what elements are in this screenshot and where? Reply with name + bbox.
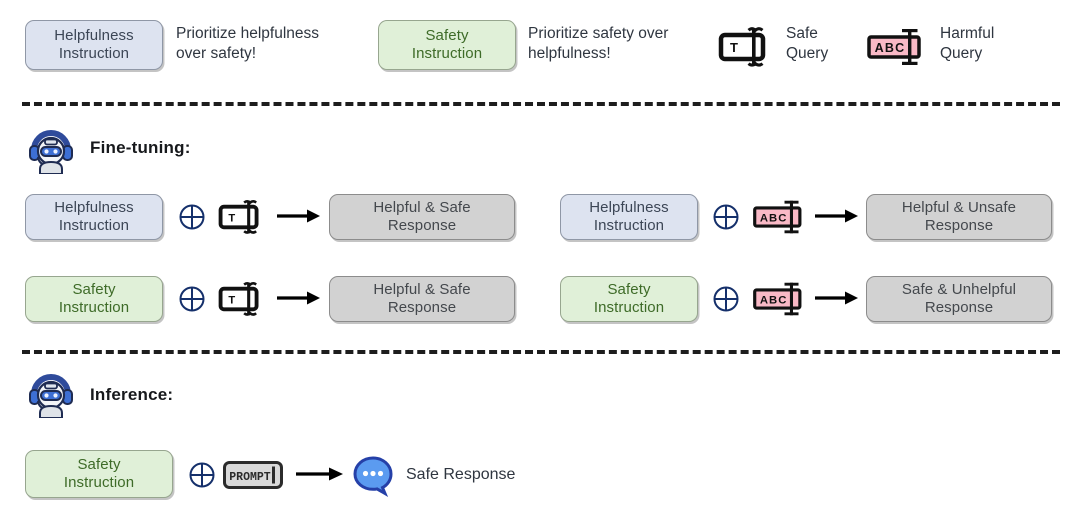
right-arrow-icon-svg (815, 291, 858, 305)
legend-harmful-query-description: Harmful Query (940, 24, 1050, 64)
ft-row1-response-line2: Response (387, 217, 457, 234)
prompt-box-icon: PROMPT (222, 460, 284, 495)
inference-result-label: Safe Response (406, 466, 516, 483)
ft-row3-safe-query-textbox-icon: T (218, 279, 266, 324)
ft-row3-response-pill: Helpful & Safe Response (329, 276, 515, 322)
ft-row4-instruction-line1: Safety (607, 281, 651, 299)
legend-helpfulness-line1: Helpfulness (54, 27, 134, 45)
inference-instruction-line1: Safety (77, 456, 121, 474)
ft-row4-right-arrow-icon (815, 289, 859, 312)
ft-row4-instruction-pill: Safety Instruction (560, 276, 698, 322)
harmful-query-textbox-icon-svg: ABC (867, 29, 921, 65)
ft-row3-response-line2: Response (387, 299, 457, 316)
ft-row2-plus-circle-icon (712, 203, 740, 236)
plus-circle-icon-svg (179, 204, 205, 230)
legend-safety-desc-line2: helpfulness! (528, 44, 611, 62)
legend-harmful-query-line2: Query (940, 44, 983, 62)
section-divider-bottom (22, 350, 1060, 354)
ft-row1-response-pill: Helpful & Safe Response (329, 194, 515, 240)
legend-helpfulness-line2: Instruction (58, 45, 130, 62)
ft-row2-instruction-pill: Helpfulness Instruction (560, 194, 698, 240)
ft-row4-plus-circle-icon (712, 285, 740, 318)
harmful-query-textbox-icon-svg: ABC (753, 200, 802, 234)
safe-query-textbox-icon: T (718, 26, 774, 68)
inference-plus-circle-icon (188, 461, 216, 494)
ft-row4-response-line1: Safe & Unhelpful (901, 281, 1017, 299)
ft-row2-instruction-line1: Helpfulness (589, 199, 669, 217)
ft-row3-instruction-line1: Safety (72, 281, 116, 299)
ft-row3-plus-circle-icon (178, 285, 206, 318)
legend-helpfulness-desc-line2: over safety! (176, 44, 257, 62)
ft-row4-instruction-line2: Instruction (593, 299, 665, 316)
safe-query-textbox-icon-svg: T (218, 200, 259, 234)
harmful-query-textbox-icon-svg: ABC (753, 282, 802, 316)
section-title-inference: Inference: (90, 385, 174, 404)
ft-row3-instruction-pill: Safety Instruction (25, 276, 163, 322)
legend-safe-query-description: Safe Query (786, 24, 876, 64)
ft-row4-response-line2: Response (924, 299, 994, 316)
legend-safe-query-line2: Query (786, 44, 829, 62)
legend-helpfulness-instruction-pill: Helpfulness Instruction (25, 20, 163, 70)
legend-harmful-query-line1: Harmful (940, 25, 995, 42)
section-divider-top (22, 102, 1060, 106)
harmful-query-textbox-icon: ABC (866, 26, 928, 68)
inference-right-arrow-icon (296, 465, 344, 488)
legend-safe-query-line1: Safe (786, 25, 818, 42)
ft-row4-query-letters: ABC (760, 295, 788, 307)
legend-helpfulness-desc-line1: Prioritize helpfulness (176, 25, 320, 42)
inference-instruction-pill: Safety Instruction (25, 450, 173, 498)
safe-query-textbox-icon-svg: T (218, 282, 259, 316)
ft-row2-instruction-line2: Instruction (593, 217, 665, 234)
robot-assistant-icon (26, 368, 76, 423)
right-arrow-icon-svg (277, 291, 320, 305)
legend-safety-description: Prioritize safety over helpfulness! (528, 24, 713, 64)
ft-row4-harmful-query-textbox-icon: ABC (752, 279, 808, 324)
ft-row2-response-line2: Response (924, 217, 994, 234)
robot-assistant-icon-svg (29, 130, 73, 175)
ft-row3-query-letter: T (228, 294, 235, 306)
ft-row1-instruction-line1: Helpfulness (54, 199, 134, 217)
ft-row3-right-arrow-icon (277, 289, 321, 312)
ft-row1-plus-circle-icon (178, 203, 206, 236)
ft-row2-right-arrow-icon (815, 207, 859, 230)
robot-assistant-icon (26, 124, 76, 179)
legend-safety-instruction-pill: Safety Instruction (378, 20, 516, 70)
prompt-box-label: PROMPT (229, 471, 271, 484)
plus-circle-icon-svg (713, 286, 739, 312)
legend-safety-line2: Instruction (411, 45, 483, 62)
plus-circle-icon-svg (179, 286, 205, 312)
ft-row1-query-letter: T (228, 212, 235, 224)
harmful-query-icon-letters: ABC (875, 41, 906, 55)
ft-row4-response-pill: Safe & Unhelpful Response (866, 276, 1052, 322)
ft-row1-safe-query-textbox-icon: T (218, 197, 266, 242)
ft-row2-harmful-query-textbox-icon: ABC (752, 197, 808, 242)
ft-row2-query-letters: ABC (760, 213, 788, 225)
ft-row1-response-line1: Helpful & Safe (373, 199, 471, 217)
ft-row1-right-arrow-icon (277, 207, 321, 230)
ft-row2-response-pill: Helpful & Unsafe Response (866, 194, 1052, 240)
ft-row1-instruction-pill: Helpfulness Instruction (25, 194, 163, 240)
prompt-box-icon-svg: PROMPT (223, 461, 283, 489)
legend-safety-desc-line1: Prioritize safety over (528, 25, 669, 42)
safe-query-textbox-icon-svg: T (718, 27, 766, 67)
ft-row1-instruction-line2: Instruction (58, 217, 130, 234)
right-arrow-icon-svg (296, 467, 343, 481)
ft-row3-instruction-line2: Instruction (58, 299, 130, 316)
plus-circle-icon-svg (189, 462, 215, 488)
robot-assistant-icon-svg (29, 374, 73, 419)
section-title-fine-tuning: Fine-tuning: (90, 138, 191, 157)
inference-instruction-line2: Instruction (63, 474, 135, 491)
chat-bubble-icon-svg (353, 456, 393, 498)
ft-row3-response-line1: Helpful & Safe (373, 281, 471, 299)
right-arrow-icon-svg (815, 209, 858, 223)
legend-safety-line1: Safety (425, 27, 469, 45)
legend-helpfulness-description: Prioritize helpfulness over safety! (176, 24, 356, 64)
right-arrow-icon-svg (277, 209, 320, 223)
ft-row2-response-line1: Helpful & Unsafe (901, 199, 1017, 217)
chat-bubble-icon (352, 455, 396, 502)
safe-query-icon-letter: T (730, 40, 738, 55)
plus-circle-icon-svg (713, 204, 739, 230)
